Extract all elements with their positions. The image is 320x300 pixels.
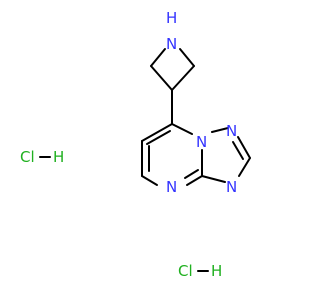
bond-azetidine-n-c4: [179, 48, 195, 67]
triazole-n2-label: N: [226, 122, 237, 140]
pyrimidine-n-label: N: [166, 178, 177, 196]
bond-c5-n4: [141, 175, 158, 186]
bond-n4-c3a-tri: [201, 175, 226, 183]
bond-n1-n2: [211, 127, 229, 133]
salt2-h-label: H: [211, 262, 222, 280]
bridge-n-label: N: [196, 133, 207, 151]
bond-c3-n4: [238, 157, 251, 177]
triazole-n4-label: N: [226, 178, 237, 196]
structure-canvas: H N N N N N Cl H Cl H: [20, 9, 251, 280]
bond-n1-c7: [171, 123, 193, 135]
salt1-h-label: H: [53, 148, 64, 166]
bond-azetidine-c4-c3: [171, 65, 195, 91]
bond-n2-c3-outer: [237, 136, 251, 159]
bond-c7-c6: [141, 123, 173, 142]
molecule-drawing: H N N N N N Cl H Cl H: [20, 9, 251, 280]
bond-n4-c3a-inner: [184, 169, 199, 179]
azetidine-n-label: N: [166, 35, 177, 53]
bond-azetidine-c2-n: [150, 48, 166, 67]
bond-c7-c8-inner: [146, 130, 171, 145]
bond-n2-c3-inner: [232, 141, 244, 160]
bond-n4-c3a: [186, 175, 203, 186]
salt1-cl-label: Cl: [20, 148, 35, 166]
bond-azetidine-c3-c2: [150, 65, 173, 91]
azetidine-h-label: H: [166, 9, 177, 27]
salt2-cl-label: Cl: [178, 262, 193, 280]
